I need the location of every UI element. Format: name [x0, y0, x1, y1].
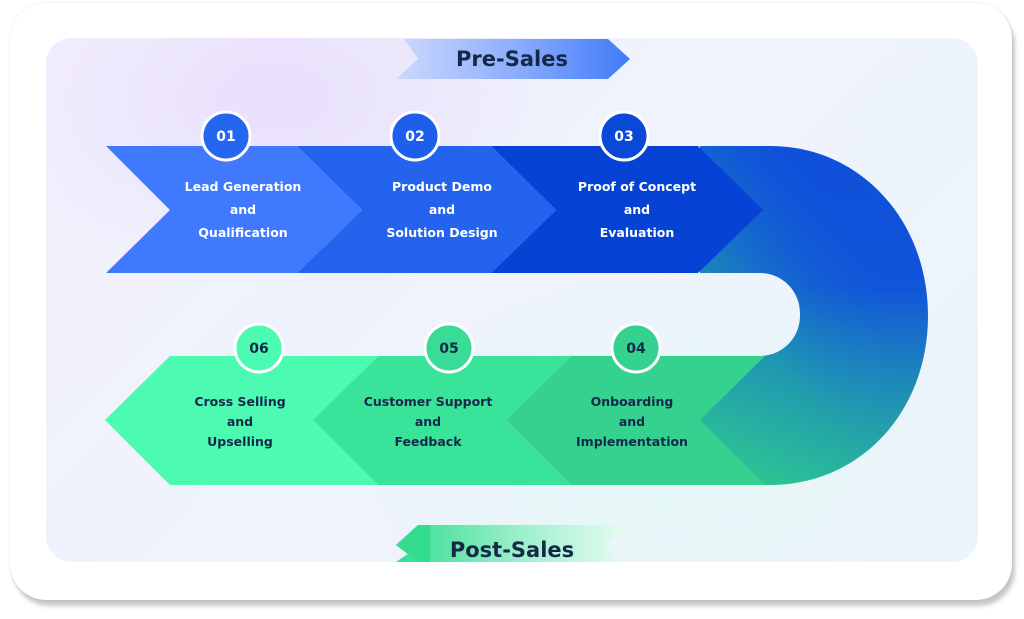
step-04-shape — [506, 356, 765, 485]
step-05-title-line3: Feedback — [394, 434, 462, 449]
step-01-shape — [106, 146, 362, 273]
step-01-badge — [200, 110, 252, 162]
step-03-shape — [491, 146, 763, 273]
step-06-title-line1: Cross Selling — [194, 394, 285, 409]
step-02-badge — [389, 110, 441, 162]
pre-sales-banner: Pre-Sales — [396, 39, 630, 79]
step-05-shape — [313, 356, 571, 485]
step-01-title-line1: Lead Generation — [185, 179, 302, 194]
step-04-title-line1: Onboarding — [591, 394, 674, 409]
step-02-title-line3: Solution Design — [386, 225, 497, 240]
step-06-title-line2: and — [227, 414, 253, 429]
step-03: 03 Proof of Concept and Evaluation — [578, 110, 696, 240]
step-06-title-line3: Upselling — [207, 434, 273, 449]
post-sales-banner-arrow — [396, 525, 430, 562]
step-05: 05 Customer Support and Feedback — [364, 322, 493, 449]
step-02-title-line1: Product Demo — [392, 179, 492, 194]
pre-sales-banner-shape — [396, 39, 630, 79]
pre-sales-label: Pre-Sales — [456, 47, 568, 71]
step-03-title-line3: Evaluation — [600, 225, 675, 240]
step-01: 01 Lead Generation and Qualification — [185, 110, 302, 240]
step-05-title-line1: Customer Support — [364, 394, 493, 409]
step-02-title-line2: and — [429, 202, 455, 217]
step-01-number: 01 — [216, 129, 235, 145]
step-06: 06 Cross Selling and Upselling — [194, 322, 286, 449]
post-sales-banner: Post-Sales — [396, 525, 628, 562]
step-04: 04 Onboarding and Implementation — [576, 322, 688, 449]
step-01-title-line2: and — [230, 202, 256, 217]
step-03-number: 03 — [614, 129, 633, 145]
step-01-title-line3: Qualification — [198, 225, 287, 240]
step-06-number: 06 — [249, 341, 268, 357]
step-04-title-line3: Implementation — [576, 434, 688, 449]
step-05-title-line2: and — [415, 414, 441, 429]
step-03-title-line1: Proof of Concept — [578, 179, 696, 194]
step-06-shape — [105, 356, 378, 485]
step-03-badge — [598, 110, 650, 162]
step-03-title-line2: and — [624, 202, 650, 217]
step-02-shape — [297, 146, 556, 273]
step-02-number: 02 — [405, 129, 424, 145]
step-04-title-line2: and — [619, 414, 645, 429]
step-02: 02 Product Demo and Solution Design — [386, 110, 498, 240]
step-06-badge — [233, 322, 285, 374]
step-05-number: 05 — [439, 341, 458, 357]
step-05-badge — [423, 322, 475, 374]
step-04-number: 04 — [626, 341, 646, 357]
u-turn-connector-blend — [700, 146, 928, 485]
post-sales-banner-shape — [396, 525, 628, 562]
post-sales-label: Post-Sales — [450, 538, 574, 562]
step-04-badge — [610, 322, 662, 374]
